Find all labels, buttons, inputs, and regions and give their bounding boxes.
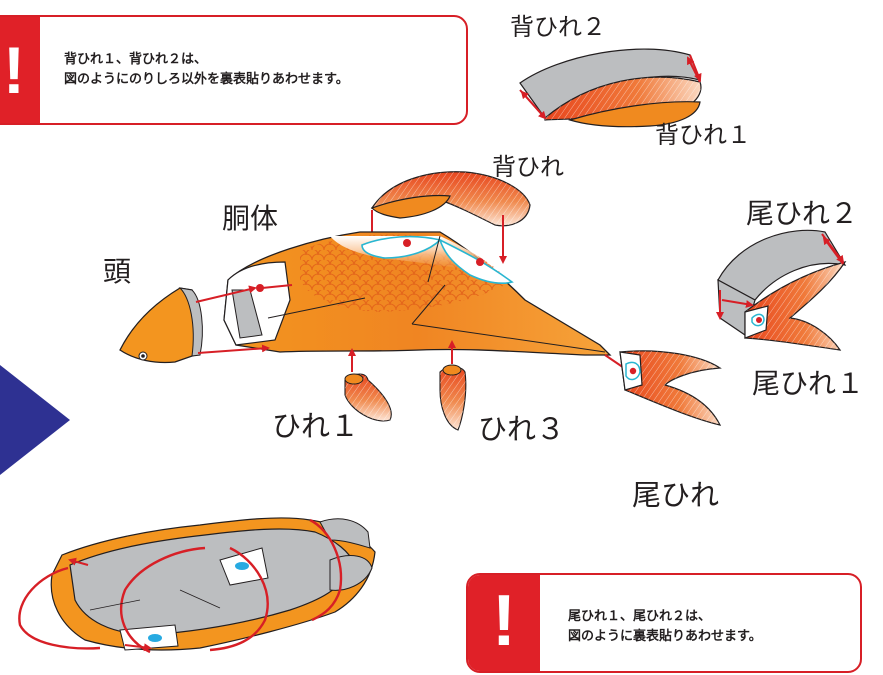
fin-3 bbox=[439, 340, 467, 431]
note-top-line1: 背ひれ１、背ひれ２は、 bbox=[64, 52, 208, 67]
label-tail-fin-2: 尾ひれ２ bbox=[746, 197, 859, 230]
note-text-top: 背ひれ１、背ひれ２は、 図のようにのりしろ以外を裏表貼りあわせます。 bbox=[64, 50, 349, 90]
fish-head bbox=[119, 285, 270, 364]
label-tail-fin-1: 尾ひれ１ bbox=[752, 367, 865, 400]
label-dorsal-fin-1: 背ひれ１ bbox=[655, 121, 751, 149]
label-head: 頭 bbox=[103, 255, 132, 288]
fish-body bbox=[223, 231, 632, 374]
big-arrow-icon bbox=[0, 365, 70, 475]
fin-1 bbox=[344, 348, 392, 422]
note-top-line2: 図のようにのりしろ以外を裏表貼りあわせます。 bbox=[64, 72, 349, 87]
assembled-fish-view bbox=[18, 517, 376, 654]
note-bottom-line2: 図のように裏表貼りあわせます。 bbox=[568, 629, 762, 644]
note-bottom-line1: 尾ひれ１、尾ひれ２は、 bbox=[568, 609, 712, 624]
label-dorsal-fin-2: 背ひれ２ bbox=[510, 13, 606, 41]
label-fin-1: ひれ１ bbox=[272, 409, 360, 443]
note-bar-bottom bbox=[468, 575, 540, 671]
note-text-bottom: 尾ひれ１、尾ひれ２は、 図のように裏表貼りあわせます。 bbox=[568, 607, 762, 647]
tail-fin bbox=[619, 350, 722, 426]
exclamation-icon: ! bbox=[492, 581, 516, 661]
note-bar-top bbox=[0, 17, 40, 123]
tail-fin-parts bbox=[716, 229, 847, 351]
label-fin-3: ひれ３ bbox=[478, 412, 566, 446]
exclamation-icon: ! bbox=[3, 33, 25, 107]
note-box-bottom: ! 尾ひれ１、尾ひれ２は、 図のように裏表貼りあわせます。 bbox=[466, 573, 862, 673]
label-body: 胴体 bbox=[222, 202, 279, 235]
note-box-top: ! 背ひれ１、背ひれ２は、 図のようにのりしろ以外を裏表貼りあわせます。 bbox=[0, 15, 468, 125]
dorsal-fin-parts bbox=[519, 48, 702, 128]
label-tail-fin: 尾ひれ bbox=[632, 478, 720, 512]
label-dorsal-fin: 背ひれ bbox=[492, 153, 564, 181]
